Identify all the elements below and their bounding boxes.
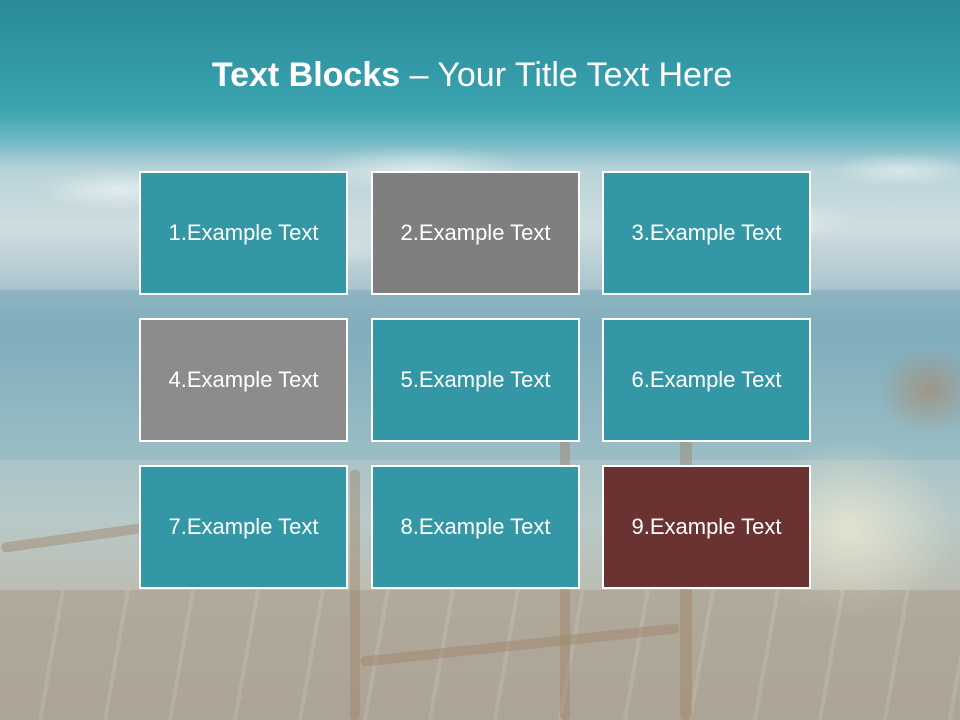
text-block-1[interactable]: 1.Example Text (139, 171, 348, 295)
text-block-2[interactable]: 2.Example Text (371, 171, 580, 295)
text-block-7[interactable]: 7.Example Text (139, 465, 348, 589)
background-deck (0, 590, 960, 720)
title-band: Text Blocks – Your Title Text Here (0, 0, 960, 130)
page-title: Text Blocks – Your Title Text Here (0, 52, 944, 98)
title-rest: Your Title Text Here (437, 56, 733, 94)
text-block-5[interactable]: 5.Example Text (371, 318, 580, 442)
background-railing (350, 470, 360, 720)
text-block-8[interactable]: 8.Example Text (371, 465, 580, 589)
text-block-6[interactable]: 6.Example Text (602, 318, 811, 442)
title-bold: Text Blocks (211, 56, 401, 94)
text-block-3[interactable]: 3.Example Text (602, 171, 811, 295)
title-separator: – (400, 56, 438, 94)
text-block-9[interactable]: 9.Example Text (602, 465, 811, 589)
text-block-4[interactable]: 4.Example Text (139, 318, 348, 442)
